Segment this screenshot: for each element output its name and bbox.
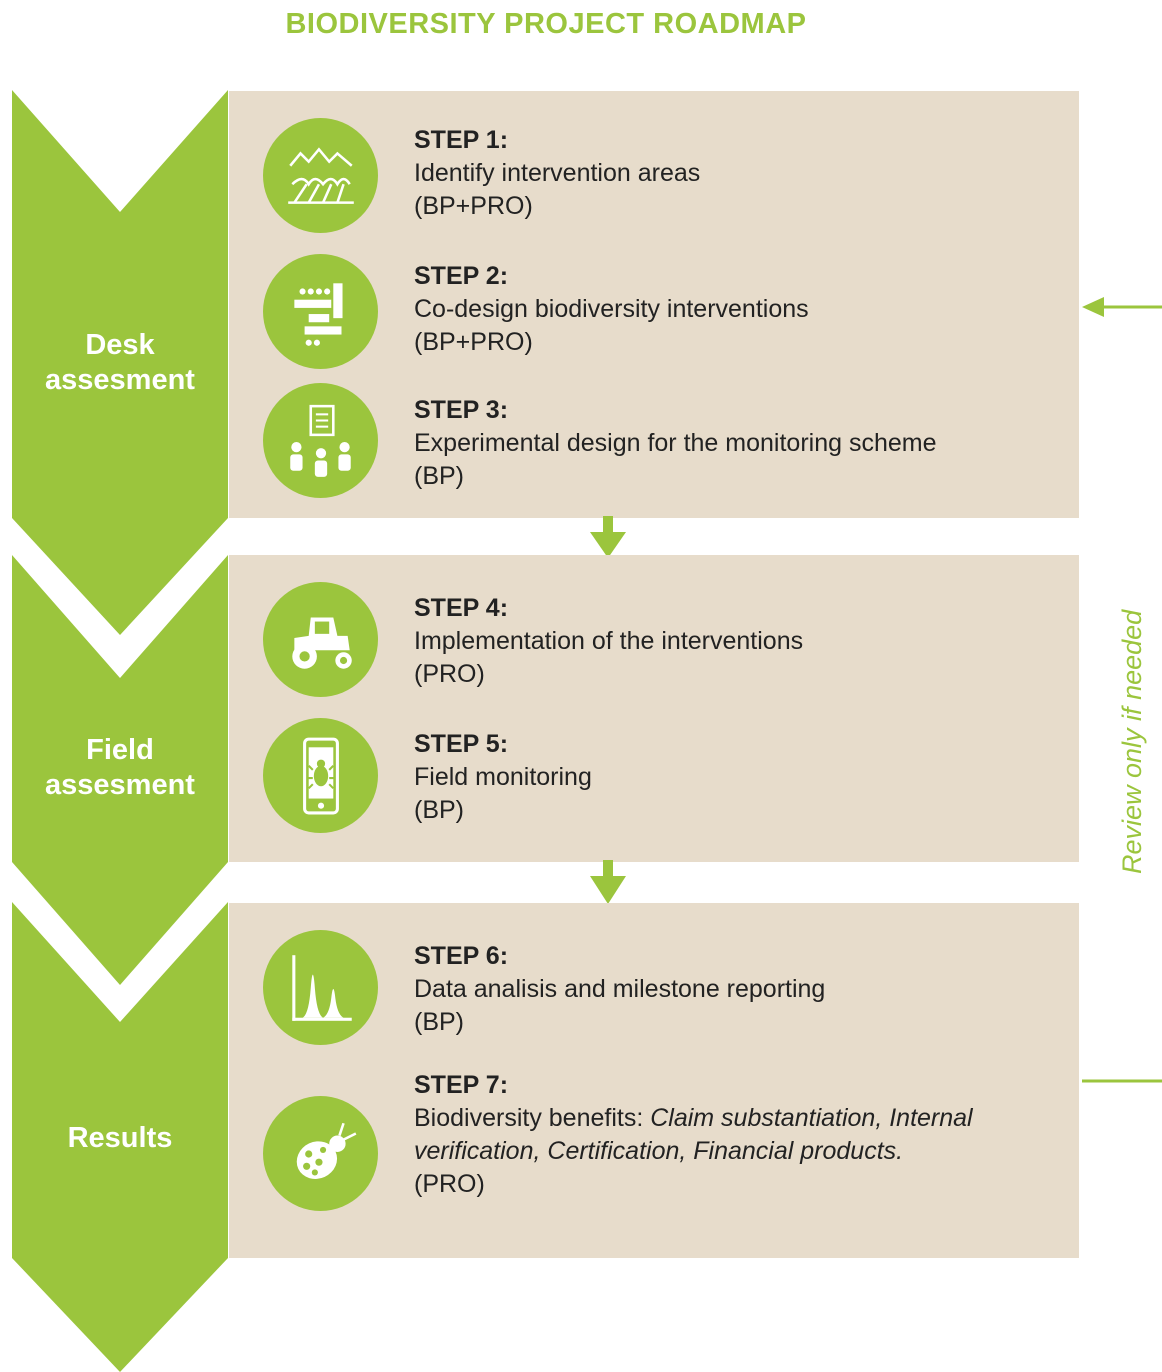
review-return-line	[1082, 1079, 1162, 1083]
panel-field-assessment: STEP 4: Implementation of the interventi…	[229, 555, 1079, 862]
review-note: Review only if needed	[1117, 609, 1147, 874]
phase-label-results: Results	[67, 1122, 173, 1154]
peak-chart-icon	[291, 954, 352, 1021]
phase-chevron-column	[12, 90, 228, 1372]
phase-label-field-line2: assesment	[45, 769, 195, 801]
step-7-role: (PRO)	[414, 1170, 485, 1198]
tractor-icon	[291, 616, 352, 669]
phase-chevron-desk-tip	[12, 518, 228, 635]
design-blocks-icon	[293, 282, 343, 346]
phase-chevron-field-tip	[12, 862, 228, 985]
step-6-description: Data analisis and milestone reporting	[414, 975, 826, 1003]
step-6-icon-circle	[263, 930, 378, 1045]
step-2-icon-circle	[263, 254, 378, 369]
step-6-text: STEP 6: Data analisis and milestone repo…	[414, 940, 1074, 1039]
step-5-description: Field monitoring	[414, 763, 592, 791]
step-5-title: STEP 5:	[414, 730, 509, 758]
step-6-title: STEP 6:	[414, 942, 509, 970]
step-7-text: STEP 7: Biodiversity benefits: Claim sub…	[414, 1069, 1074, 1201]
step-3-description: Experimental design for the monitoring s…	[414, 429, 937, 457]
ladybug-icon	[296, 1122, 356, 1179]
crop-rows-icon	[287, 146, 354, 204]
page-title: BIODIVERSITY PROJECT ROADMAP	[285, 8, 807, 40]
step-4-text: STEP 4: Implementation of the interventi…	[414, 592, 1074, 691]
step-7-icon-circle	[263, 1096, 378, 1211]
step-6-role: (BP)	[414, 1008, 464, 1036]
phase-chevron-results-tip	[12, 1258, 228, 1372]
step-7-title: STEP 7:	[414, 1071, 509, 1099]
phase-chevron-results	[12, 902, 228, 1258]
panel-desk-assessment: STEP 1: Identify intervention areas (BP+…	[229, 91, 1079, 518]
phase-label-desk: Desk assesment	[12, 328, 228, 398]
down-arrow-1	[590, 516, 626, 558]
step-7-description-plain: Biodiversity benefits:	[414, 1104, 651, 1132]
phase-label-desk-line2: assesment	[45, 364, 195, 396]
phase-label-field-line1: Field	[86, 734, 154, 766]
panel-results: STEP 6: Data analisis and milestone repo…	[229, 903, 1079, 1258]
step-4-description: Implementation of the interventions	[414, 627, 804, 655]
step-2-description: Co-design biodiversity interventions	[414, 295, 809, 323]
step-3-title: STEP 3:	[414, 396, 509, 424]
phase-chevron-desk	[12, 90, 228, 518]
step-3-text: STEP 3: Experimental design for the moni…	[414, 394, 1074, 493]
team-document-icon	[289, 404, 351, 477]
step-4-role: (PRO)	[414, 660, 485, 688]
step-2-title: STEP 2:	[414, 262, 509, 290]
phone-beetle-icon	[302, 737, 339, 814]
phase-label-field: Field assesment	[12, 733, 228, 803]
phase-chevron-field	[12, 555, 228, 862]
step-7-description: Biodiversity benefits: Claim substantiat…	[414, 1102, 1074, 1168]
step-4-icon-circle	[263, 582, 378, 697]
step-2-text: STEP 2: Co-design biodiversity intervent…	[414, 260, 1074, 359]
down-arrow-2	[590, 860, 626, 904]
step-3-icon-circle	[263, 383, 378, 498]
review-arrow	[1082, 297, 1162, 317]
step-5-text: STEP 5: Field monitoring (BP)	[414, 728, 1074, 827]
step-2-role: (BP+PRO)	[414, 328, 533, 356]
step-1-description: Identify intervention areas	[414, 159, 701, 187]
phase-label-desk-line1: Desk	[85, 329, 155, 361]
step-7-description-italic: Claim substantiation, Internal verificat…	[414, 1104, 973, 1165]
step-1-text: STEP 1: Identify intervention areas (BP+…	[414, 124, 1074, 223]
step-1-icon-circle	[263, 118, 378, 233]
step-1-title: STEP 1:	[414, 126, 509, 154]
step-5-icon-circle	[263, 718, 378, 833]
step-4-title: STEP 4:	[414, 594, 509, 622]
step-3-role: (BP)	[414, 462, 464, 490]
step-1-role: (BP+PRO)	[414, 192, 533, 220]
step-5-role: (BP)	[414, 796, 464, 824]
